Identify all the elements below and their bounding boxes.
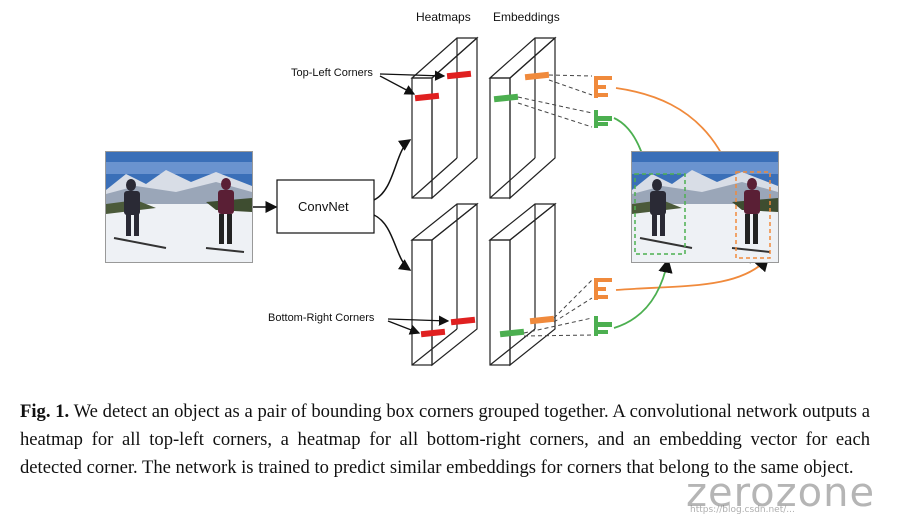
heatmap-mark-br-1 xyxy=(450,316,476,326)
caption-text: We detect an object as a pair of boundin… xyxy=(20,401,870,478)
br-label-arrow-1 xyxy=(387,315,450,326)
convnet-box xyxy=(276,179,375,234)
embedding-vector-top-orange xyxy=(594,76,612,98)
bottom-right-corners-label: Bottom-Right Corners xyxy=(268,312,375,324)
heatmap-mark-tl-1 xyxy=(446,70,472,80)
embedding-vector-bottom-orange xyxy=(594,278,612,300)
orange-bounding-box xyxy=(735,171,771,259)
green-grouping-curve-bottom xyxy=(613,258,673,329)
embedding-mark-tl-green xyxy=(493,93,519,103)
embedding-mark-br-green xyxy=(499,328,525,338)
embeddings-label: Embeddings xyxy=(493,10,560,24)
figure-caption: Fig. 1. We detect an object as a pair of… xyxy=(20,398,870,482)
heatmap-mark-tl-2 xyxy=(414,92,440,102)
dashed-projection-top xyxy=(517,74,593,128)
architecture-diagram xyxy=(252,36,770,367)
embedding-mark-br-orange xyxy=(529,315,555,325)
heatmap-block-bottom xyxy=(410,202,479,367)
heatmap-block-top xyxy=(410,36,479,200)
dashed-projection-bottom xyxy=(523,279,593,337)
embedding-vector-top-green xyxy=(594,110,612,128)
input-photo xyxy=(105,151,253,263)
orange-grouping-curve-bottom xyxy=(615,256,770,291)
figure: Heatmaps Embeddings Top-Left Corners Bot… xyxy=(105,10,779,367)
tl-label-arrow-1 xyxy=(379,70,446,81)
embedding-block-bottom xyxy=(488,202,557,367)
watermark: zerozone xyxy=(686,470,876,516)
green-bounding-box xyxy=(634,173,686,255)
watermark-url: https://blog.csdn.net/... xyxy=(690,505,795,515)
br-label-arrow-2 xyxy=(387,320,421,335)
top-left-corners-label: Top-Left Corners xyxy=(291,67,373,79)
caption-fig-label: Fig. 1. xyxy=(20,401,70,422)
heatmap-mark-br-2 xyxy=(420,328,446,338)
convnet-arrow-bottom xyxy=(373,214,412,271)
embedding-mark-tl-orange xyxy=(524,71,550,81)
tl-label-arrow-2 xyxy=(379,75,416,95)
heatmaps-label: Heatmaps xyxy=(416,10,471,24)
embedding-vector-bottom-green xyxy=(594,316,612,336)
convnet-label: ConvNet xyxy=(298,199,349,214)
output-photo xyxy=(631,151,779,263)
convnet-arrow-top xyxy=(373,139,412,201)
embedding-block-top xyxy=(488,36,557,200)
